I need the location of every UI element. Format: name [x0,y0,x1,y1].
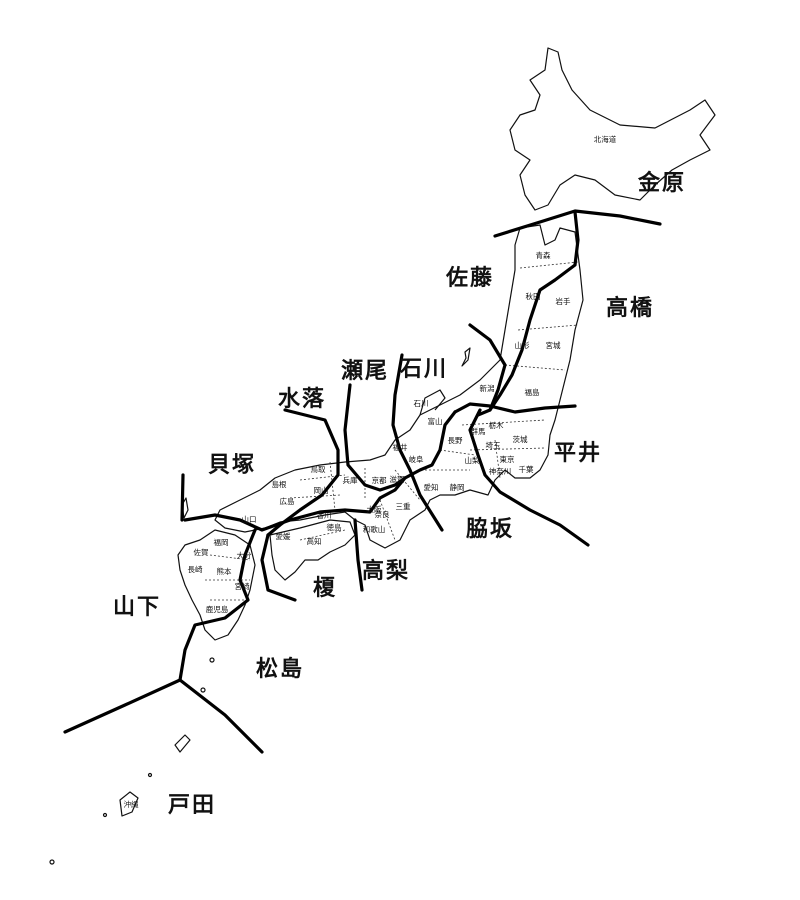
pref-label: 福島 [525,387,540,397]
pref-label: 三重 [396,502,411,511]
amami-island [174,734,191,753]
pref-label: 兵庫 [343,475,358,485]
surname-label: 榎 [313,575,337,601]
pref-label: 東京 [500,454,515,464]
pref-label: 埼玉 [486,440,501,450]
surname-label: 高梨 [362,558,410,584]
pref-label: 京都 [372,475,387,485]
pref-label: 福岡 [214,538,229,547]
pref-label: 山口 [242,514,257,524]
pref-label: 富山 [428,416,443,426]
surname-label: 金原 [637,170,686,196]
pref-label: 宮崎 [235,581,250,591]
pref-label: 広島 [280,496,295,506]
pref-label: 熊本 [217,566,232,576]
pref-label: 沖縄 [124,799,139,809]
pref-label: 鹿児島 [206,604,229,614]
pref-label: 大分 [237,550,252,560]
surname-label: 水落 [278,386,326,412]
surname-label: 佐藤 [445,265,494,291]
surname-label: 脇坂 [466,516,514,542]
pref-label: 島根 [272,479,287,489]
pref-label: 大阪 [367,504,382,514]
pref-label: 佐賀 [194,547,209,557]
pref-label: 茨城 [513,434,528,444]
pref-label: 群馬 [471,426,486,436]
pref-label: 愛媛 [276,531,291,541]
surname-label: 石川 [399,356,448,382]
okinawa-island [119,791,139,817]
pref-label: 山梨 [465,455,480,465]
surname-label: 松島 [256,656,304,682]
pref-label: 奈良 [375,509,390,519]
surname-label: 平井 [554,440,602,466]
surname-label: 山下 [113,594,161,620]
island [102,812,108,818]
pref-label: 北海道 [594,134,617,144]
surname-label: 高橋 [606,295,654,321]
pref-label: 秋田 [526,291,541,301]
prefecture-borders [205,261,579,601]
pref-label: 高知 [307,536,322,546]
pref-label: 愛知 [424,482,439,492]
pref-label: 青森 [536,250,551,260]
pref-label: 徳島 [327,522,342,532]
pref-label: 福井 [393,442,408,452]
island [49,859,55,865]
pref-label: 神奈川 [489,466,512,476]
pref-label: 長崎 [188,564,203,574]
pref-label: 岡山 [314,485,329,495]
pref-label: 鳥取 [311,464,326,474]
surname-label: 瀬尾 [341,358,389,384]
pref-label: 岐阜 [409,454,424,464]
surname-label: 戸田 [168,792,216,818]
surname-labels: 金原 佐藤 高橋 瀬尾 石川 水落 平井 貝塚 脇坂 高梨 榎 山下 松島 戸田 [113,170,686,818]
pref-label: 栃木 [489,420,504,430]
pref-label: 石川 [414,399,429,408]
prefecture-labels: 北海道 青森 秋田 岩手 山形 宮城 新潟 福島 石川 富山 群馬 栃木 茨城 … [124,134,617,809]
island [209,657,215,663]
pref-label: 長野 [448,436,463,445]
pref-label: 千葉 [519,464,534,474]
hokkaido-outline [509,47,716,211]
honshu-outline [214,224,584,549]
pref-label: 静岡 [450,482,465,492]
noto-peninsula [419,389,446,416]
sado-island [461,347,471,367]
shikoku-outline [269,519,356,581]
pref-label: 山形 [515,340,530,350]
surname-label: 貝塚 [208,452,256,478]
kyushu-outline [177,529,256,641]
island [200,687,206,693]
pref-label: 滋賀 [390,474,405,484]
pref-label: 和歌山 [363,524,386,534]
surname-boundaries [63,209,662,754]
pref-label: 岩手 [556,296,571,306]
island [147,772,153,778]
pref-label: 宮城 [546,340,561,350]
pref-label: 香川 [317,510,332,520]
pref-label: 新潟 [480,383,495,393]
